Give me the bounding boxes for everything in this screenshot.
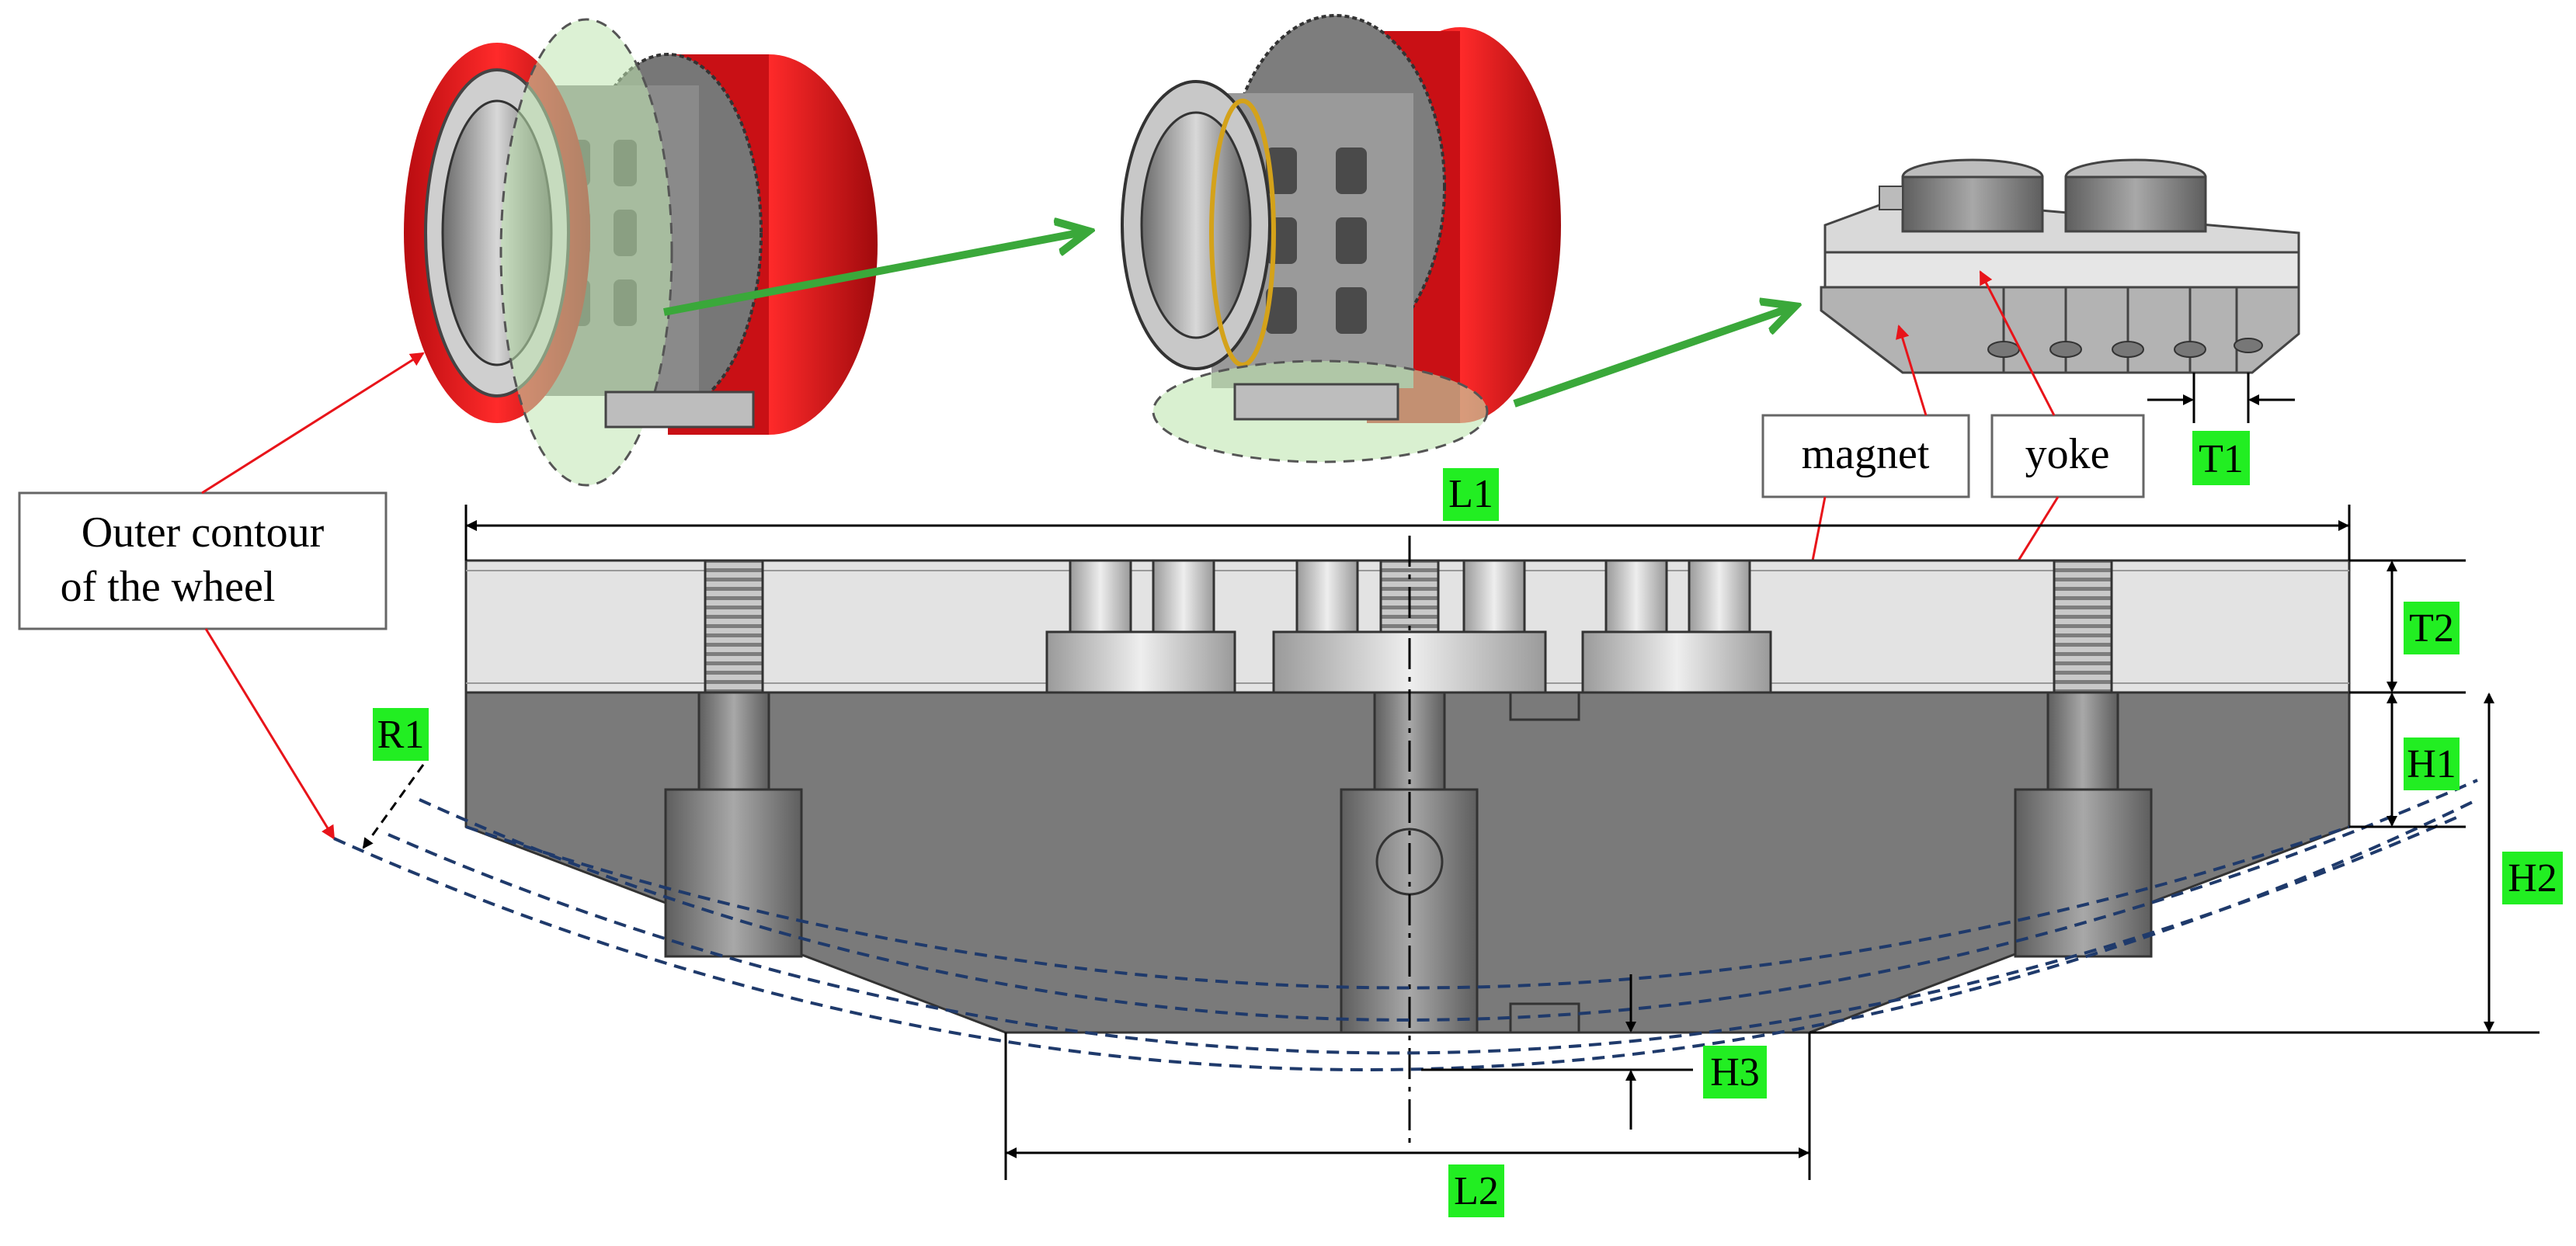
dimension-r1: R1 <box>362 708 429 849</box>
notch-top <box>1509 691 1580 721</box>
dimension-h3: H3 <box>1421 974 1767 1130</box>
dim-t1-label: T1 <box>2199 437 2244 481</box>
leader-contour-to-wheel <box>201 352 425 495</box>
magnet-label-box <box>1761 414 1970 498</box>
leader-contour-to-arc <box>204 628 335 840</box>
dim-l2-label: L2 <box>1454 1169 1499 1213</box>
l1-label-bg <box>1443 468 1499 521</box>
contour-arc-inner <box>419 779 2478 1022</box>
outer-contour-box <box>18 491 388 630</box>
label-outer-contour: Outer contour of the wheel <box>18 491 388 630</box>
leader-magnet-3d <box>1896 325 1928 416</box>
dim-t2-label: T2 <box>2409 606 2454 651</box>
r1-label-bg <box>373 708 429 761</box>
contour-arc-outer <box>333 798 2478 1071</box>
dim-r1-label: R1 <box>377 713 425 757</box>
yoke-label: yoke <box>2025 430 2110 478</box>
magnet-strip-preview-2 <box>1233 383 1399 421</box>
dimension-l1: L1 <box>464 468 2351 561</box>
hub-inner-2 <box>1140 111 1252 339</box>
bolt-shaft-left <box>697 691 770 791</box>
contour-arc-middle <box>388 814 2463 1055</box>
cross-section-highlight-1 <box>499 18 673 487</box>
t2-label-bg <box>2404 602 2460 654</box>
shaft-stub <box>1879 186 1903 210</box>
wheel-contour-arcs <box>333 779 2478 1071</box>
leader-yoke-3d <box>1979 270 2056 416</box>
bolt-head-right <box>2014 788 2153 958</box>
magnet-module-3d <box>1820 158 2300 374</box>
outer-contour-line1: Outer contour <box>82 508 325 557</box>
dimension-t2: T2 <box>2349 559 2466 694</box>
yoke-label-box <box>1990 414 2145 498</box>
magnet-body-3d <box>1820 286 2300 374</box>
bolt-thread-left <box>704 559 764 694</box>
bolt-shaft-right <box>2046 691 2119 791</box>
h1-label-bg <box>2404 738 2460 790</box>
coil-cylinder-1 <box>1901 175 2044 233</box>
label-magnet: magnet <box>1761 414 1970 498</box>
yoke-layer <box>1823 251 2300 289</box>
magnet-label: magnet <box>1802 430 1930 478</box>
outer-contour-line2: of the wheel <box>61 563 276 611</box>
coil-cylinder-2 <box>2064 175 2207 233</box>
l2-label-bg <box>1448 1164 1504 1217</box>
zoom-arrow-2 <box>1513 307 1794 408</box>
magnet-strip-preview <box>604 390 755 429</box>
t1-label-bg <box>2192 431 2250 485</box>
dim-h2-label: H2 <box>2508 856 2557 901</box>
label-yoke: yoke <box>1990 414 2145 498</box>
magnet-segments <box>2002 287 2238 373</box>
zoom-arrow-1 <box>663 231 1087 316</box>
dimension-l2: L2 <box>1004 1033 1811 1217</box>
wheel-assembly-full-view <box>404 18 878 487</box>
wheel-assembly-cut-view <box>1121 14 1561 463</box>
yoke-section <box>464 559 2351 694</box>
magnet-section <box>464 691 2351 1034</box>
h2-label-bg <box>2502 852 2563 904</box>
h3-label-bg <box>1703 1046 1767 1098</box>
dimension-h2: H2 <box>1809 692 2563 1034</box>
dimension-t1: T1 <box>2147 373 2295 485</box>
contour-arc-face <box>465 825 2350 990</box>
bearing-ring <box>1209 99 1276 367</box>
bolt-thread-right <box>2053 559 2113 694</box>
dim-h3-label: H3 <box>1710 1050 1760 1095</box>
bolt-head-left <box>664 788 803 958</box>
dimension-h1: H1 <box>2349 692 2466 828</box>
dim-h1-label: H1 <box>2407 742 2456 786</box>
dim-l1-label: L1 <box>1448 472 1493 516</box>
